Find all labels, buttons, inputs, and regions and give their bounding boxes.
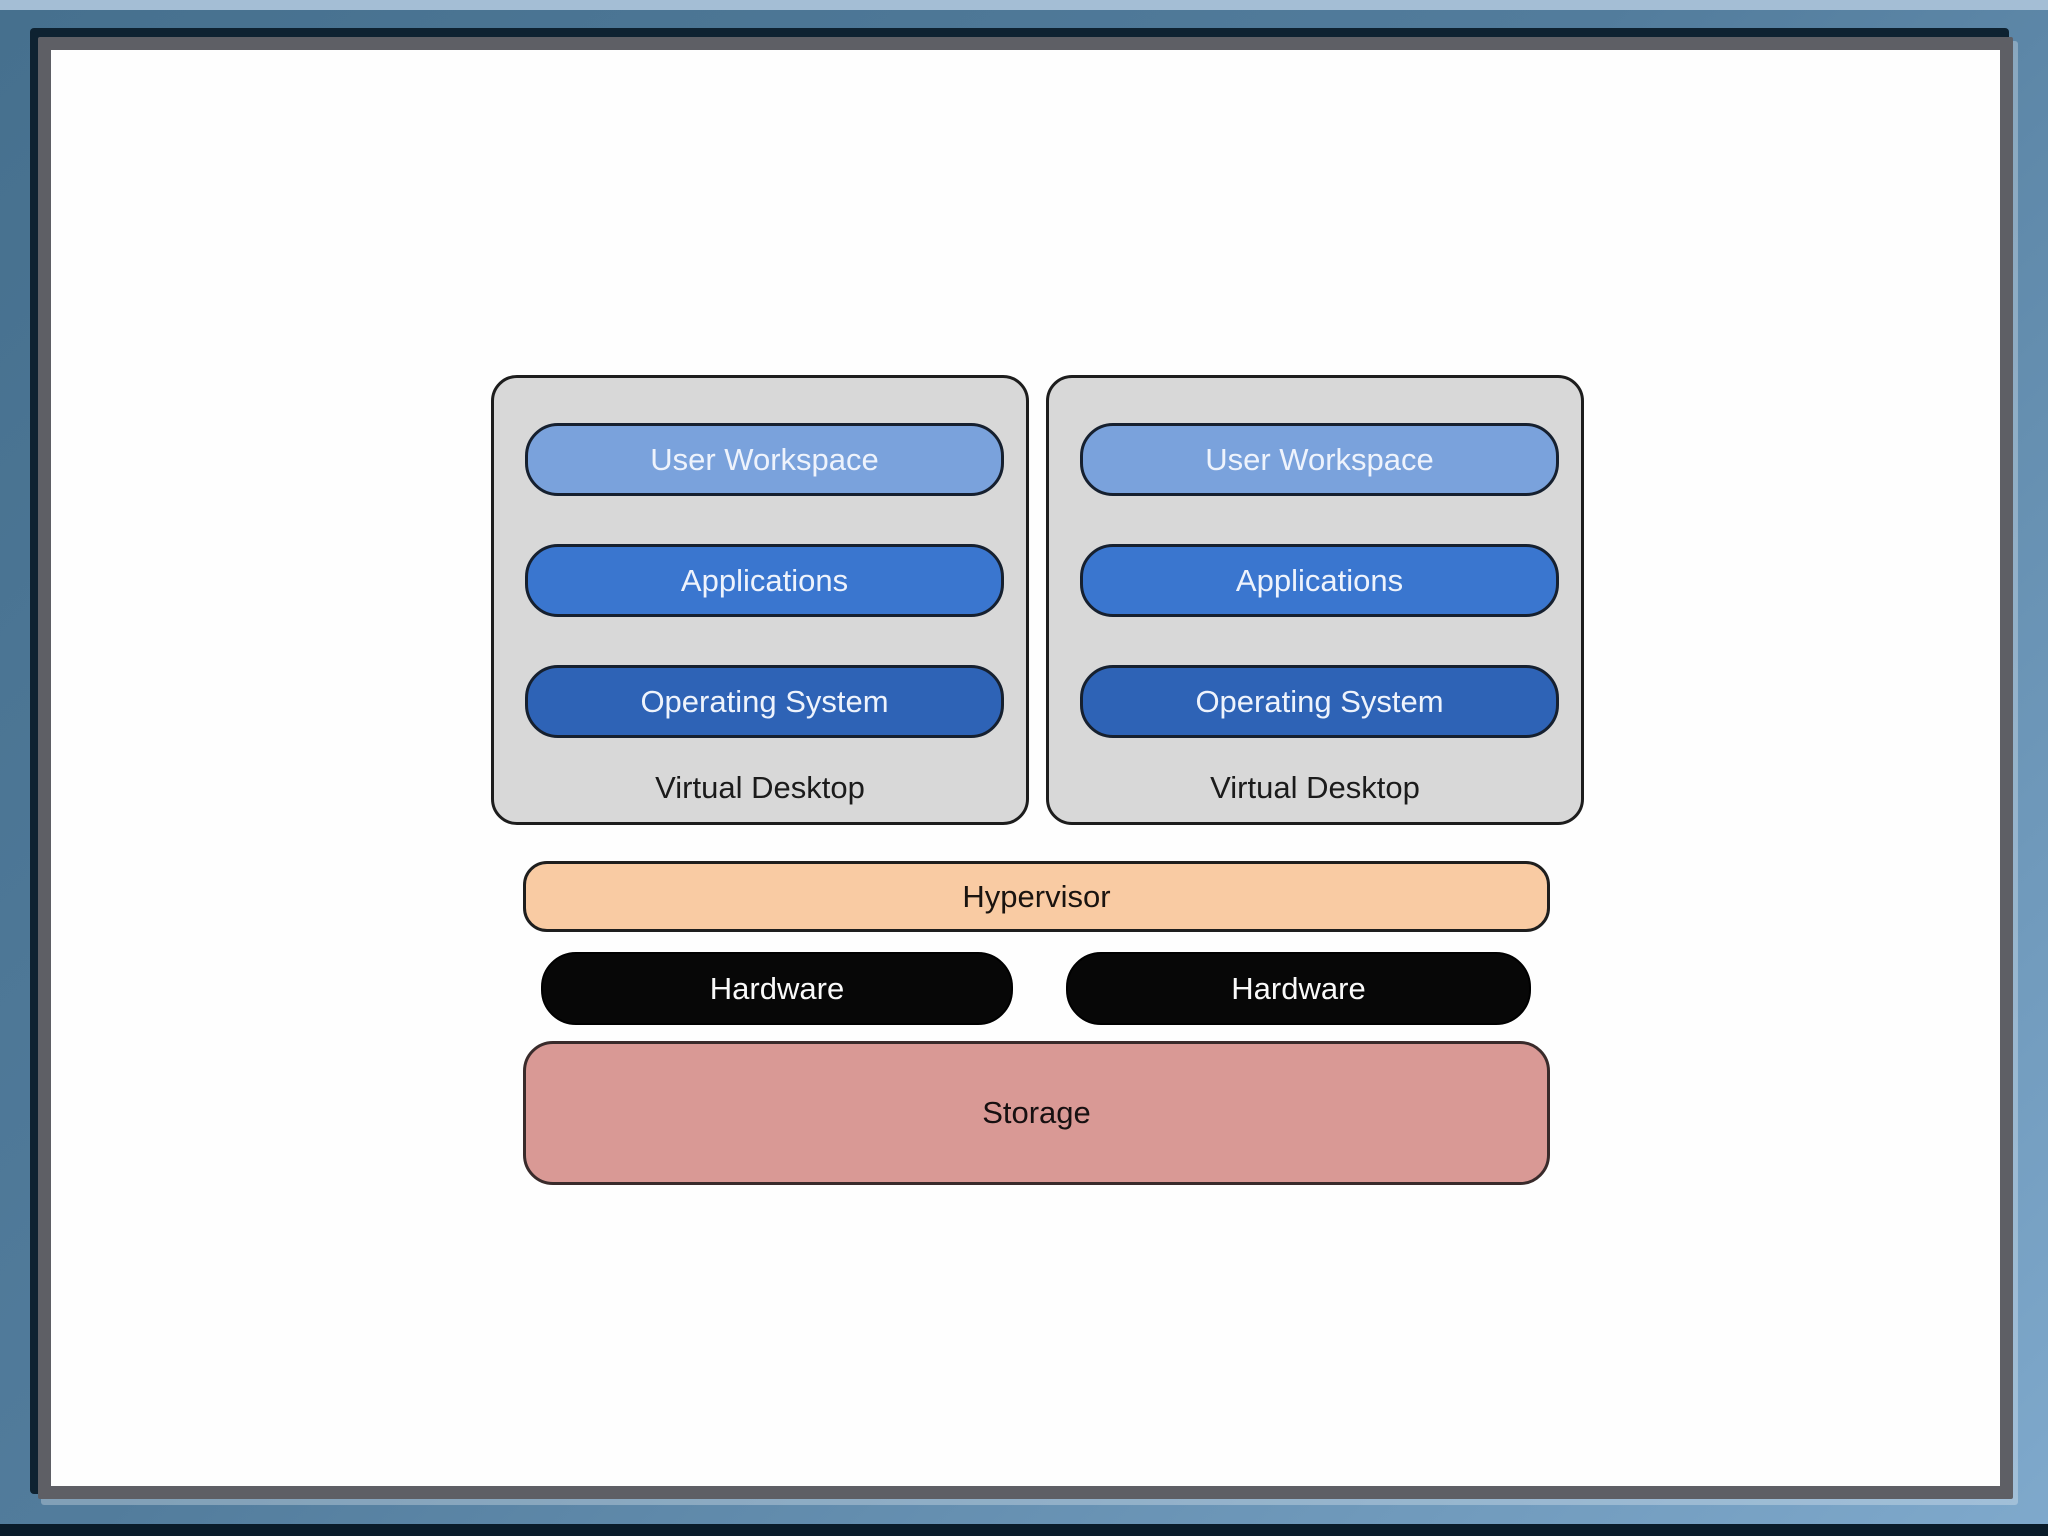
applications-box: Applications — [1080, 544, 1559, 617]
hardware-box-2: Hardware — [1066, 952, 1531, 1025]
user-workspace-label: User Workspace — [650, 441, 879, 477]
applications-label: Applications — [1235, 562, 1404, 598]
virtual-desktop-container-2: User Workspace Applications Operating Sy… — [1046, 375, 1584, 825]
hardware-label: Hardware — [1231, 970, 1366, 1006]
storage-label: Storage — [982, 1095, 1091, 1130]
hardware-label: Hardware — [709, 970, 845, 1006]
operating-system-box: Operating System — [525, 665, 1004, 738]
frame-top-highlight — [0, 0, 2048, 10]
user-workspace-label: User Workspace — [1205, 441, 1434, 477]
user-workspace-box: User Workspace — [1080, 423, 1559, 496]
applications-label: Applications — [680, 562, 849, 598]
applications-box: Applications — [525, 544, 1004, 617]
hypervisor-label: Hypervisor — [962, 878, 1111, 914]
virtual-desktop-label: Virtual Desktop — [655, 770, 865, 805]
hardware-box-1: Hardware — [541, 952, 1013, 1025]
operating-system-label: Operating System — [1195, 683, 1444, 719]
hypervisor-box: Hypervisor — [523, 861, 1550, 932]
user-workspace-box: User Workspace — [525, 423, 1004, 496]
storage-box: Storage — [523, 1041, 1550, 1185]
virtual-desktop-container-1: User Workspace Applications Operating Sy… — [491, 375, 1029, 825]
frame-bottom-edge — [0, 1524, 2048, 1536]
operating-system-box: Operating System — [1080, 665, 1559, 738]
operating-system-label: Operating System — [640, 683, 889, 719]
virtual-desktop-label: Virtual Desktop — [1210, 770, 1420, 805]
slide-page: User Workspace Applications Operating Sy… — [38, 37, 2013, 1499]
